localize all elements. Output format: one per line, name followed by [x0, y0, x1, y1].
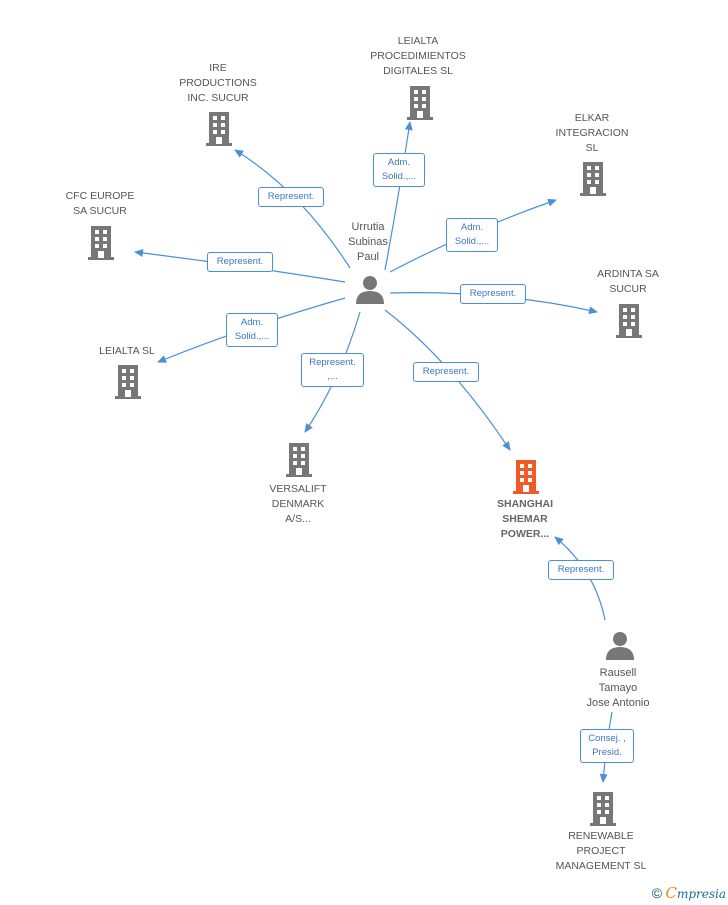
edge-label-versalift[interactable]: Represent. ,... — [301, 353, 364, 387]
company-label-renewable-project[interactable]: RENEWABLE PROJECT MANAGEMENT SL — [555, 830, 647, 872]
person-icon[interactable] — [354, 274, 386, 304]
building-icon[interactable] — [284, 441, 314, 477]
company-label-ire-productions[interactable]: IRE PRODUCTIONS INC. SUCUR — [179, 62, 257, 104]
building-icon[interactable] — [113, 363, 143, 399]
person-icon[interactable] — [604, 630, 636, 660]
company-label-leialta-sl[interactable]: LEIALTA SL — [99, 345, 155, 357]
brand-footer[interactable]: © Cmpresia — [652, 884, 726, 902]
building-icon[interactable] — [614, 302, 644, 338]
edge-label-leialta-procedimientos[interactable]: Adm. Solid.,... — [373, 153, 425, 187]
brand-name: mpresia — [676, 887, 726, 901]
building-icon[interactable] — [86, 224, 116, 260]
company-label-leialta-procedimientos[interactable]: LEIALTA PROCEDIMIENTOS DIGITALES SL — [370, 35, 466, 77]
company-label-cfc-europe[interactable]: CFC EUROPE SA SUCUR — [65, 190, 135, 217]
company-label-shanghai-shemar[interactable]: SHANGHAI SHEMAR POWER... — [496, 498, 553, 540]
building-icon[interactable] — [204, 110, 234, 146]
building-icon[interactable] — [588, 790, 618, 826]
building-icon[interactable] — [578, 160, 608, 196]
edge-label-rausell-shanghai[interactable]: Represent. — [548, 560, 614, 580]
copyright-symbol: © — [651, 885, 663, 901]
edge-line-leialta-proc — [384, 121, 413, 271]
company-label-ardinta[interactable]: ARDINTA SA SUCUR — [597, 268, 659, 295]
person-label-rausell[interactable]: Rausell Tamayo Jose Antonio — [586, 667, 650, 709]
person-label-urrutia[interactable]: Urrutia Subinas Paul — [348, 221, 388, 263]
edge-label-ire-productions[interactable]: Represent. — [258, 187, 324, 207]
edge-label-cfc-europe[interactable]: Represent. — [207, 252, 273, 272]
edge-label-rausell-renewable[interactable]: Consej. , Presid. — [580, 729, 634, 763]
company-label-elkar-integracion[interactable]: ELKAR INTEGRACION SL — [555, 112, 629, 154]
building-icon-focus[interactable] — [511, 458, 541, 494]
edge-label-shanghai[interactable]: Represent. — [413, 362, 479, 382]
edge-label-elkar-integracion[interactable]: Adm. Solid.,... — [446, 218, 498, 252]
edge-label-ardinta[interactable]: Represent. — [460, 284, 526, 304]
edge-label-leialta-sl[interactable]: Adm. Solid.,... — [226, 313, 278, 347]
brand-logo-letter: C — [665, 884, 677, 902]
building-icon[interactable] — [405, 84, 435, 120]
company-label-versalift[interactable]: VERSALIFT DENMARK A/S... — [269, 483, 327, 525]
